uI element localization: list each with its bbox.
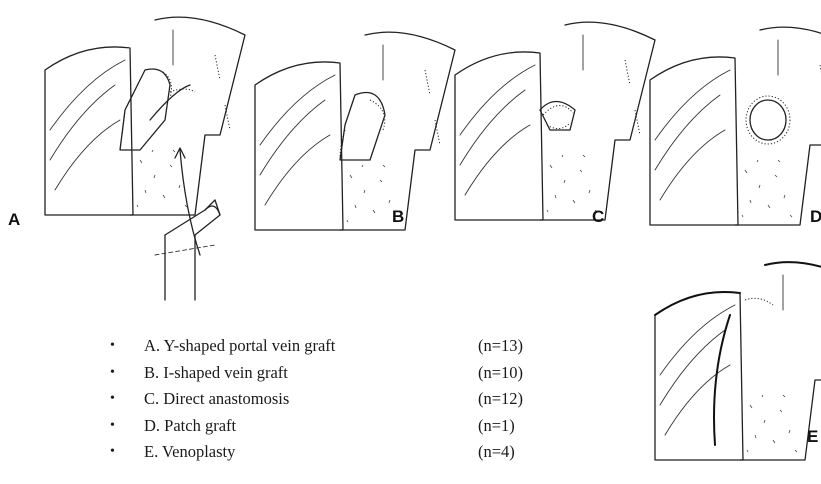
legend-item-e: • E. Venoplasty (n=4) xyxy=(110,439,568,466)
reconstruction-legend: • A. Y-shaped portal vein graft (n=13) •… xyxy=(110,333,568,466)
legend-item-d: • D. Patch graft (n=1) xyxy=(110,413,568,440)
bullet-icon: • xyxy=(110,418,144,434)
legend-count: (n=12) xyxy=(478,389,568,409)
panel-c-direct-anastomosis: C xyxy=(455,15,625,235)
panel-d-label: D xyxy=(810,207,821,227)
panel-e-illustration xyxy=(655,255,821,475)
legend-count: (n=1) xyxy=(478,416,568,436)
bullet-icon: • xyxy=(110,444,144,460)
legend-count: (n=4) xyxy=(478,442,568,462)
legend-label: D. Patch graft xyxy=(144,416,478,436)
panel-a-illustration xyxy=(45,10,235,310)
panel-b-i-graft: B xyxy=(255,25,425,245)
bullet-icon: • xyxy=(110,391,144,407)
bullet-icon: • xyxy=(110,338,144,354)
legend-count: (n=13) xyxy=(478,336,568,356)
panel-b-label: B xyxy=(392,207,404,227)
panel-a-y-graft: A xyxy=(45,10,235,310)
panel-a-label: A xyxy=(8,210,20,230)
legend-item-a: • A. Y-shaped portal vein graft (n=13) xyxy=(110,333,568,360)
legend-label: C. Direct anastomosis xyxy=(144,389,478,409)
legend-item-c: • C. Direct anastomosis (n=12) xyxy=(110,386,568,413)
panel-d-patch-graft: D xyxy=(650,20,820,240)
bullet-icon: • xyxy=(110,365,144,381)
panel-d-illustration xyxy=(650,20,820,240)
panel-e-label: E xyxy=(807,427,818,447)
legend-label: A. Y-shaped portal vein graft xyxy=(144,336,478,356)
panel-c-label: C xyxy=(592,207,604,227)
legend-label: B. I-shaped vein graft xyxy=(144,363,478,383)
legend-label: E. Venoplasty xyxy=(144,442,478,462)
panel-e-venoplasty: E xyxy=(655,255,821,475)
legend-item-b: • B. I-shaped vein graft (n=10) xyxy=(110,360,568,387)
legend-count: (n=10) xyxy=(478,363,568,383)
panel-c-illustration xyxy=(455,15,625,235)
